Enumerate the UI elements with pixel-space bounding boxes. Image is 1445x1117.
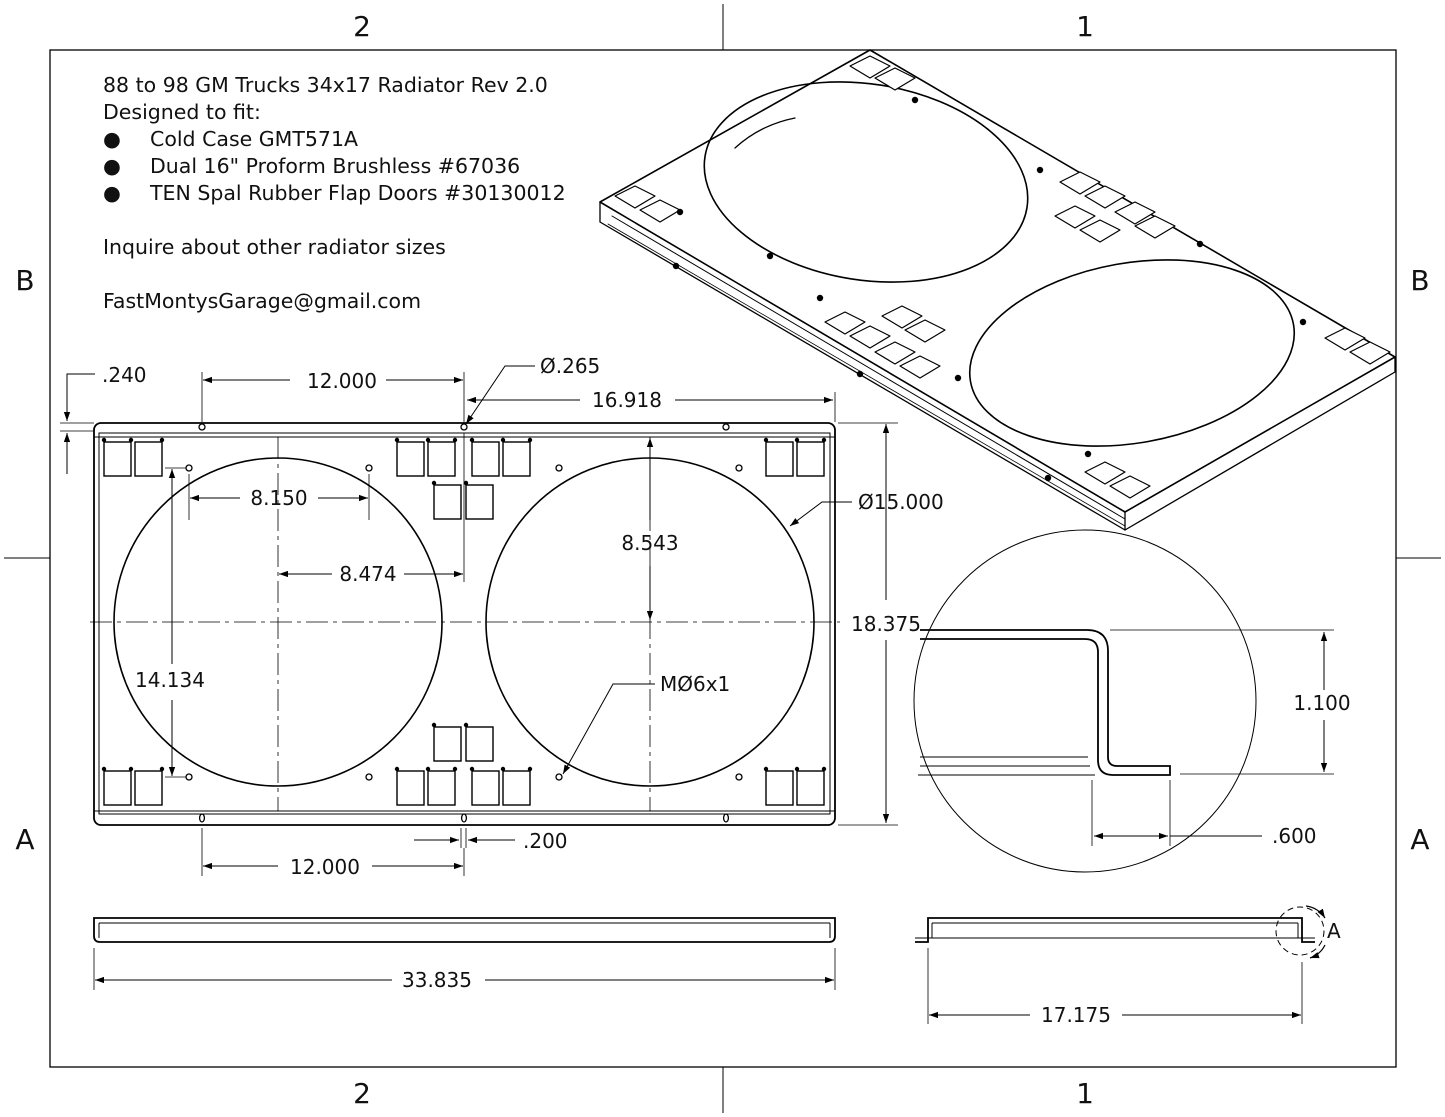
sheet-frame bbox=[4, 4, 1441, 1113]
inquire-note: Inquire about other radiator sizes bbox=[103, 235, 446, 259]
zone-label-bottom-1: 1 bbox=[1076, 1077, 1094, 1110]
dim-edge-offset: .240 bbox=[102, 363, 147, 387]
dim-hole-diameter: Ø.265 bbox=[540, 354, 600, 378]
zone-label-bottom-2: 2 bbox=[353, 1077, 371, 1110]
zone-label-right-a: A bbox=[1410, 823, 1429, 856]
dim-flange-height: 1.100 bbox=[1293, 691, 1350, 715]
bullet-marker: ● bbox=[103, 127, 121, 151]
dim-thread-callout: MØ6x1 bbox=[660, 672, 730, 696]
isometric-view bbox=[599, 49, 1396, 531]
dim-slot-width: .200 bbox=[523, 829, 568, 853]
bullet-marker: ● bbox=[103, 181, 121, 205]
title-note: 88 to 98 GM Trucks 34x17 Radiator Rev 2.… bbox=[103, 73, 548, 97]
bullet-item: Dual 16" Proform Brushless #67036 bbox=[150, 154, 520, 178]
dim-fan-spacing-b: 8.474 bbox=[339, 562, 396, 586]
dim-hole-spacing-top: 12.000 bbox=[307, 369, 377, 393]
dim-fan-center-height: 8.543 bbox=[621, 531, 678, 555]
front-view bbox=[90, 422, 840, 826]
zone-label-right-b: B bbox=[1410, 264, 1429, 297]
designed-to-fit-note: Designed to fit: bbox=[103, 100, 261, 124]
email-note: FastMontysGarage@gmail.com bbox=[103, 289, 421, 313]
bullet-item: TEN Spal Rubber Flap Doors #30130012 bbox=[149, 181, 566, 205]
front-view-dimensions bbox=[60, 365, 898, 876]
zone-label-left-a: A bbox=[15, 823, 34, 856]
dim-flange-width: .600 bbox=[1272, 824, 1317, 848]
zone-label-top-1: 1 bbox=[1076, 10, 1094, 43]
dim-fan-vertical-span: 14.134 bbox=[135, 668, 205, 692]
dim-center-offset: 16.918 bbox=[592, 388, 662, 412]
dim-hole-spacing-bottom: 12.000 bbox=[290, 855, 360, 879]
dim-fan-spacing-a: 8.150 bbox=[250, 486, 307, 510]
bullet-item: Cold Case GMT571A bbox=[150, 127, 358, 151]
dim-overall-width: 33.835 bbox=[402, 968, 472, 992]
detail-view-a bbox=[913, 529, 1334, 873]
zone-label-left-b: B bbox=[15, 264, 34, 297]
dim-overall-height: 18.375 bbox=[851, 612, 921, 636]
zone-label-top-2: 2 bbox=[353, 10, 371, 43]
bottom-view bbox=[93, 917, 836, 990]
bullet-marker: ● bbox=[103, 154, 121, 178]
side-view bbox=[915, 905, 1326, 1024]
notes-block: 88 to 98 GM Trucks 34x17 Radiator Rev 2.… bbox=[103, 73, 566, 313]
dim-side-depth: 17.175 bbox=[1041, 1003, 1111, 1027]
detail-label: A bbox=[1327, 919, 1341, 943]
dim-fan-diameter: Ø15.000 bbox=[858, 490, 944, 514]
